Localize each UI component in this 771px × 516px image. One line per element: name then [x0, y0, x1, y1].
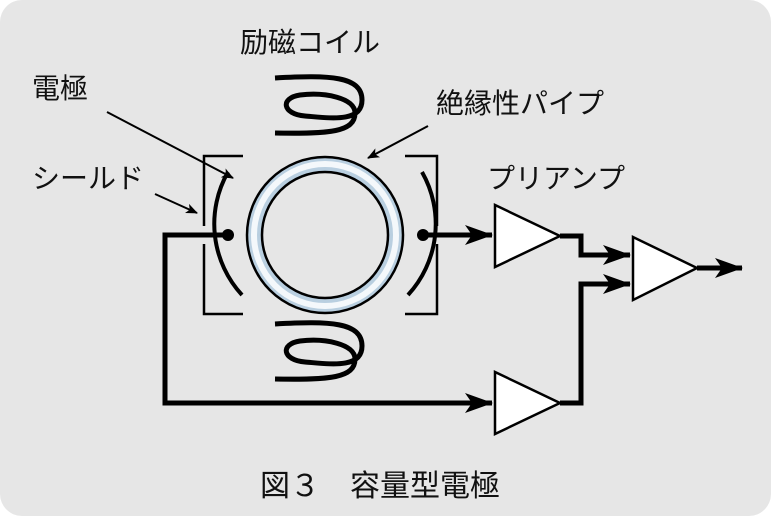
- shield-left: [202, 154, 243, 316]
- preamp-2: [493, 370, 563, 436]
- preamp-1: [493, 203, 563, 269]
- wire-left-feedback: [162, 232, 493, 413]
- pointer-electrode: [106, 111, 234, 179]
- coil-bottom: [274, 320, 365, 382]
- label-insulating-pipe: 絶縁性パイプ: [436, 87, 604, 120]
- pointer-shield: [154, 193, 198, 214]
- label-excitation-coil: 励磁コイル: [240, 26, 380, 59]
- label-shield: シールド: [32, 162, 144, 195]
- insulating-pipe: [245, 155, 405, 315]
- wire-amp1-to-amp2: [560, 233, 631, 265]
- figure-caption: 図３ 容量型電極: [260, 469, 500, 504]
- diff-amp: [631, 235, 700, 303]
- shield-right: [405, 154, 439, 316]
- coil-top: [274, 74, 365, 136]
- pointer-pipe: [367, 125, 429, 159]
- label-preamp: プリアンプ: [487, 162, 625, 195]
- wire-amp3-to-amp2: [560, 274, 631, 406]
- label-electrode: 電極: [32, 72, 88, 105]
